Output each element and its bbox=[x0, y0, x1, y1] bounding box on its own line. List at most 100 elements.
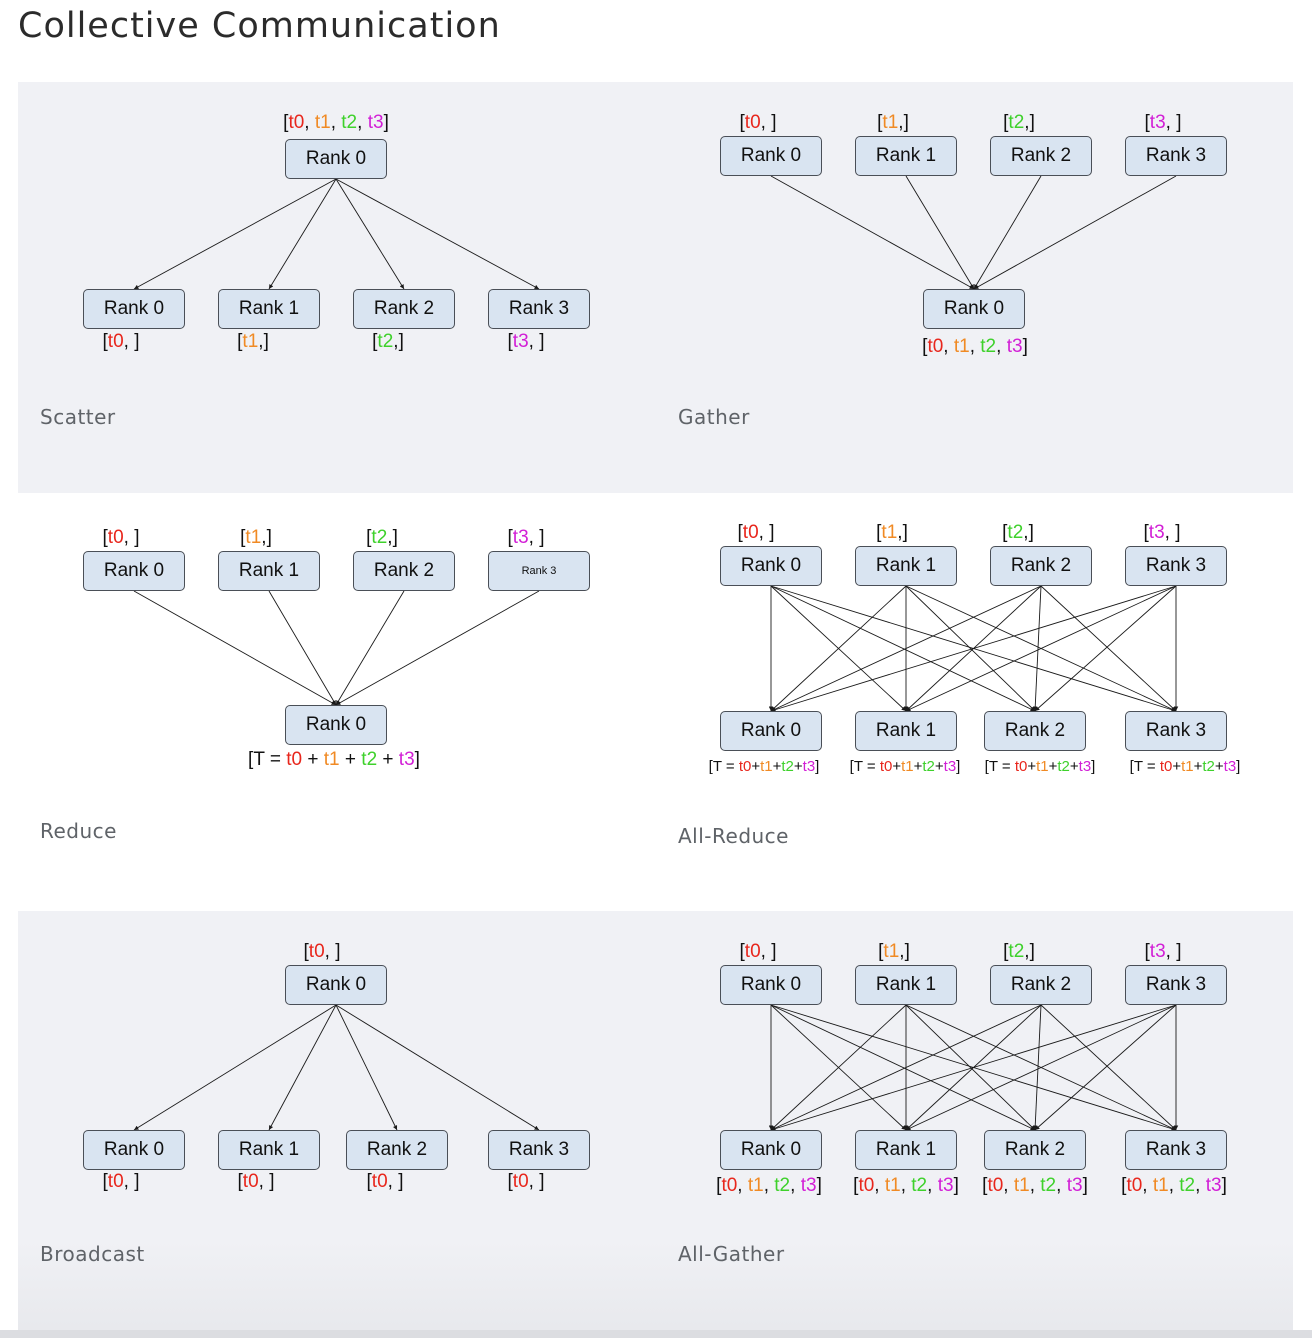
tensor-token: t3 bbox=[398, 749, 415, 770]
gather-source-data: [t2,] bbox=[1003, 112, 1035, 134]
tensor-token: t1 bbox=[1152, 1175, 1169, 1196]
bracket-text: ,] bbox=[897, 522, 908, 543]
bracket-text: ,] bbox=[899, 941, 910, 962]
tensor-token: t3 bbox=[512, 527, 529, 548]
allreduce-target-data: [T = t0+t1+t2+t3] bbox=[1130, 756, 1241, 778]
tensor-token: t2 bbox=[1202, 758, 1215, 775]
bracket-text: [ bbox=[1121, 1175, 1127, 1196]
bracket-text: [ bbox=[283, 112, 289, 133]
bracket-text: + bbox=[1027, 758, 1037, 775]
allreduce-source-data: [t3, ] bbox=[1144, 522, 1181, 544]
tensor-token: t2 bbox=[911, 1175, 928, 1196]
tensor-token: t0 bbox=[107, 1171, 124, 1192]
allgather-source-data: [t1,] bbox=[878, 941, 910, 963]
edge-arrow bbox=[1040, 585, 1177, 712]
tensor-token: t3 bbox=[1149, 112, 1166, 133]
scatter-target-data: [t1,] bbox=[237, 331, 269, 353]
broadcast-caption: Broadcast bbox=[40, 1242, 145, 1266]
bracket-text: + bbox=[751, 758, 761, 775]
allgather-source-data: [t2,] bbox=[1003, 941, 1035, 963]
bracket-text: , bbox=[1168, 1175, 1180, 1196]
bracket-text: , ] bbox=[760, 941, 777, 962]
tensor-token: t2 bbox=[341, 112, 358, 133]
edge-arrow bbox=[905, 585, 1177, 712]
tensor-token: t0 bbox=[742, 522, 759, 543]
reduce-source-data: [t2,] bbox=[366, 527, 398, 549]
bracket-text: [ bbox=[102, 1171, 108, 1192]
bracket-text: , ] bbox=[758, 522, 775, 543]
tensor-token: t0 bbox=[288, 112, 305, 133]
tensor-token: t2 bbox=[1057, 758, 1070, 775]
tensor-token: t1 bbox=[1181, 758, 1194, 775]
tensor-token: t0 bbox=[286, 749, 303, 770]
bracket-text: + bbox=[1069, 758, 1079, 775]
tensor-token: t2 bbox=[371, 527, 388, 548]
tensor-token: t0 bbox=[308, 941, 325, 962]
allreduce-source-node: Rank 2 bbox=[990, 546, 1092, 586]
tensor-token: t2 bbox=[774, 1175, 791, 1196]
bracket-text: ,] bbox=[261, 527, 272, 548]
bracket-text: [ bbox=[1003, 941, 1009, 962]
bracket-text: [ bbox=[507, 1171, 513, 1192]
bracket-text: ] bbox=[1221, 1175, 1227, 1196]
tensor-token: t1 bbox=[242, 331, 259, 352]
tensor-token: t3 bbox=[1006, 336, 1023, 357]
edge-arrow bbox=[335, 590, 405, 706]
bracket-text: , ] bbox=[123, 527, 140, 548]
tensor-token: t2 bbox=[1007, 522, 1024, 543]
tensor-token: t1 bbox=[953, 336, 970, 357]
tensor-token: t3 bbox=[800, 1175, 817, 1196]
allgather-target-data: [t0, t1, t2, t3] bbox=[716, 1175, 822, 1197]
edge-arrow bbox=[905, 585, 1042, 712]
bracket-text: + bbox=[1172, 758, 1182, 775]
bracket-text: , ] bbox=[387, 1171, 404, 1192]
edge-arrow bbox=[770, 585, 1042, 712]
bracket-text: , bbox=[1195, 1175, 1206, 1196]
tensor-token: t3 bbox=[1149, 941, 1166, 962]
tensor-token: t2 bbox=[1008, 112, 1025, 133]
allgather-target-data: [t0, t1, t2, t3] bbox=[1121, 1175, 1227, 1197]
allgather-source-node: Rank 0 bbox=[720, 965, 822, 1005]
tensor-token: t2 bbox=[980, 336, 997, 357]
edge-arrow bbox=[770, 585, 1177, 712]
bracket-text: , bbox=[763, 1175, 775, 1196]
bracket-text: + bbox=[793, 758, 803, 775]
tensor-token: t3 bbox=[1148, 522, 1165, 543]
allgather-source-data: [t3, ] bbox=[1145, 941, 1182, 963]
broadcast-target-node: Rank 3 bbox=[488, 1130, 590, 1170]
section-background-top bbox=[18, 82, 1293, 493]
bracket-text: , ] bbox=[528, 1171, 545, 1192]
bracket-text: [T = bbox=[248, 749, 287, 770]
gather-caption: Gather bbox=[678, 405, 750, 429]
bracket-text: [ bbox=[102, 331, 108, 352]
scatter-caption: Scatter bbox=[40, 405, 116, 429]
tensor-token: t3 bbox=[802, 758, 816, 775]
bracket-text: ] bbox=[1091, 758, 1096, 775]
tensor-token: t0 bbox=[1014, 758, 1028, 775]
scatter-target-node: Rank 2 bbox=[353, 289, 455, 329]
allgather-target-data: [t0, t1, t2, t3] bbox=[982, 1175, 1088, 1197]
allgather-target-node: Rank 1 bbox=[855, 1130, 957, 1170]
allreduce-target-node: Rank 3 bbox=[1125, 711, 1227, 751]
allreduce-target-node: Rank 1 bbox=[855, 711, 957, 751]
bracket-text: + bbox=[892, 758, 902, 775]
edge-arrow bbox=[770, 585, 907, 712]
broadcast-target-data: [t0, ] bbox=[367, 1171, 404, 1193]
tensor-token: t0 bbox=[1126, 1175, 1143, 1196]
bracket-text: , ] bbox=[760, 112, 777, 133]
bracket-text: ] bbox=[1236, 758, 1241, 775]
bracket-text: [T = bbox=[984, 758, 1015, 775]
bracket-text: [ bbox=[240, 527, 246, 548]
bracket-text: + bbox=[1048, 758, 1058, 775]
broadcast-root-node: Rank 0 bbox=[285, 965, 387, 1005]
bracket-text: ] bbox=[383, 112, 389, 133]
tensor-token: t0 bbox=[744, 112, 761, 133]
section-background-bottom bbox=[18, 911, 1293, 1338]
tensor-token: t0 bbox=[371, 1171, 388, 1192]
tensor-token: t2 bbox=[781, 758, 794, 775]
broadcast-target-data: [t0, ] bbox=[103, 1171, 140, 1193]
bracket-text: [ bbox=[507, 331, 513, 352]
tensor-token: t1 bbox=[1013, 1175, 1030, 1196]
tensor-token: t3 bbox=[1078, 758, 1092, 775]
gather-source-node: Rank 2 bbox=[990, 136, 1092, 176]
